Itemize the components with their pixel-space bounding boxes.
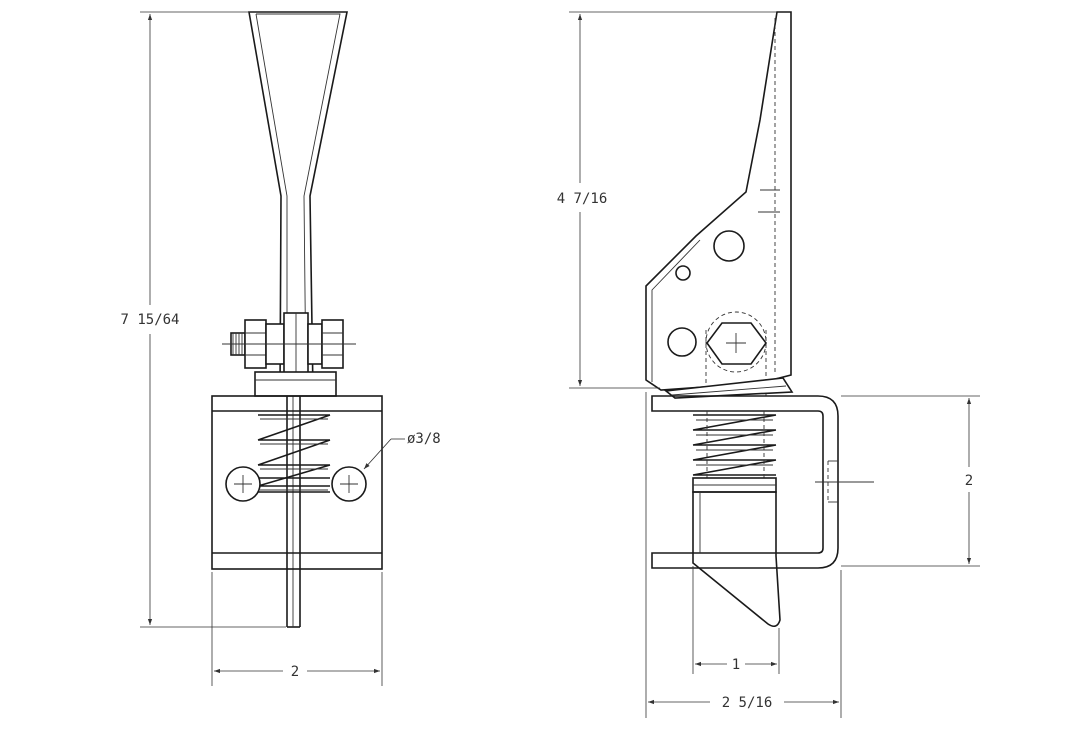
overall-width-dimension: 2 5/16 [645, 392, 842, 718]
overall-height-label: 7 15/64 [120, 312, 179, 328]
front-width-dimension: 2 [211, 572, 383, 686]
mounting-holes-front [225, 466, 367, 502]
housing-height-label: 2 [965, 473, 973, 489]
bracket-side [651, 395, 874, 569]
handle-side [645, 11, 792, 391]
front-view: 7 15/64 2 ø3/8 [120, 11, 441, 686]
handle-height-label: 4 7/16 [557, 191, 608, 207]
overall-height-dimension: 7 15/64 [120, 11, 286, 628]
plunger-rod [286, 396, 301, 628]
plunger-width-label: 1 [732, 657, 740, 673]
handle-height-dimension: 4 7/16 [557, 11, 777, 389]
plunger-width-dimension: 1 [692, 566, 780, 674]
plunger-side [692, 477, 781, 628]
front-width-label: 2 [291, 664, 299, 680]
spring-front [257, 414, 331, 493]
hole-diameter-callout: ø3/8 [363, 431, 441, 470]
housing-front [211, 395, 383, 570]
pivot-bolt [222, 312, 356, 376]
overall-width-label: 2 5/16 [722, 695, 773, 711]
pivot-bracket [254, 371, 337, 397]
pivot-nut-side [705, 311, 767, 396]
housing-height-dimension: 2 [841, 395, 980, 567]
hole-diameter-label: ø3/8 [407, 431, 441, 447]
side-view: 4 7/16 2 1 2 5/16 [557, 11, 980, 718]
spring-side [692, 411, 777, 480]
